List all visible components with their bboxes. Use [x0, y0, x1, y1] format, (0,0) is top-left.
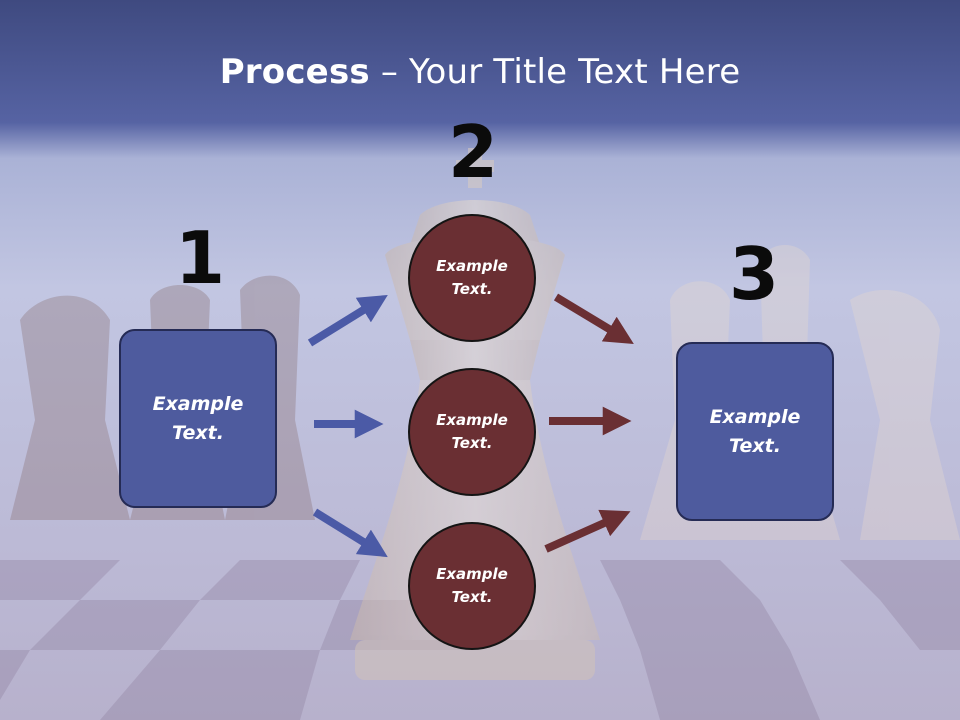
- step-3-text: Example Text.: [709, 405, 801, 457]
- title-rest: – Your Title Text Here: [369, 52, 741, 92]
- arrow-1-to-bottom: [312, 508, 388, 558]
- step-2-circle-middle: Example Text.: [408, 368, 536, 496]
- arrow-top-to-3: [553, 293, 634, 344]
- arrow-bottom-to-3: [544, 509, 631, 553]
- step-1-text: Example Text.: [152, 392, 244, 444]
- step-2-text-bottom: Example Text.: [436, 565, 508, 606]
- step-2-circle-top: Example Text.: [408, 214, 536, 342]
- step-2-text-top: Example Text.: [436, 257, 508, 298]
- step-number-3: 3: [728, 232, 780, 316]
- step-3-box: Example Text.: [676, 342, 834, 521]
- arrow-1-to-top: [307, 294, 388, 347]
- step-2-circle-bottom: Example Text.: [408, 522, 536, 650]
- slide-title: Process – Your Title Text Here: [0, 52, 960, 92]
- step-number-1: 1: [174, 216, 226, 300]
- title-bold: Process: [219, 52, 370, 92]
- step-2-text-middle: Example Text.: [436, 411, 508, 452]
- step-number-2: 2: [447, 110, 499, 194]
- step-1-box: Example Text.: [119, 329, 277, 508]
